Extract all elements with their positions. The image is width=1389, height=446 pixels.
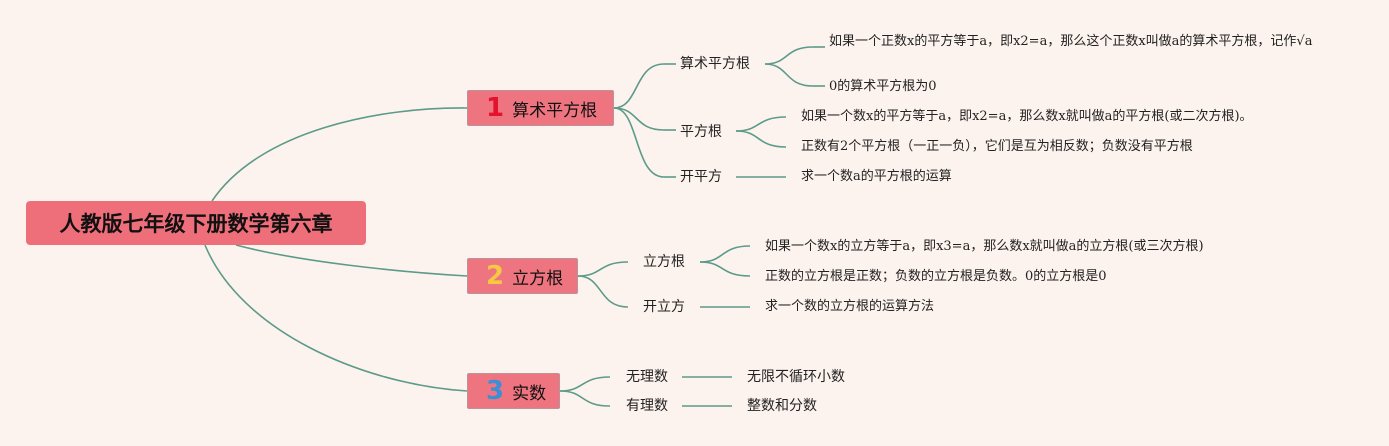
branch-1-to-sub-3-line <box>613 107 665 178</box>
branch-2-to-sub-1-line <box>577 261 629 277</box>
leaf-cube-root-property[interactable]: 正数的立方根是正数；负数的立方根是负数。0的立方根是0 <box>765 269 1107 284</box>
root-topic-label: 人教版七年级下册数学第六章 <box>59 212 333 236</box>
leaf-square-root-property[interactable]: 正数有2个平方根（一正一负），它们是互为相反数；负数没有平方根 <box>801 139 1193 154</box>
subtopic-extracting-cube-root[interactable]: 开立方 <box>643 299 685 315</box>
subtopic-square-root[interactable]: 平方根 <box>680 124 722 140</box>
cube-sub-to-leaf-1-line <box>699 245 751 263</box>
root-to-branch-1-line <box>211 107 468 202</box>
branch-3-label: 实数 <box>512 383 547 404</box>
root-to-branch-2-line <box>235 244 468 277</box>
sub-1-to-leaf-2-line <box>764 63 814 87</box>
number-1-icon: 1 <box>486 93 505 123</box>
sub-1-to-leaf-1-line <box>764 46 814 65</box>
branch-1-to-sub-1-line <box>613 63 665 109</box>
leaf-extracting-square-root-definition[interactable]: 求一个数a的平方根的运算 <box>801 169 952 184</box>
root-to-branch-3-line <box>204 244 468 392</box>
branch-3-to-sub-2-line <box>559 390 611 407</box>
leaf-rational-definition[interactable]: 整数和分数 <box>747 398 817 414</box>
subtopic-extracting-square-root[interactable]: 开平方 <box>680 169 722 185</box>
number-3-icon: 3 <box>486 376 505 406</box>
cube-sub-to-leaf-2-line <box>699 261 751 277</box>
leaf-zero-arithmetic-square-root[interactable]: 0的算术平方根为0 <box>829 79 937 94</box>
branch-2-to-sub-2-line <box>577 275 629 308</box>
leaf-extracting-cube-root-definition[interactable]: 求一个数的立方根的运算方法 <box>765 299 935 314</box>
branch-1-label: 算术平方根 <box>512 100 598 121</box>
branch-1-to-sub-2-line <box>613 107 665 131</box>
subtopic-cube-root[interactable]: 立方根 <box>643 254 685 270</box>
leaf-square-root-definition[interactable]: 如果一个数x的平方等于a，即x2=a，那么数x就叫做a的平方根(或二次方根)。 <box>801 109 1253 124</box>
root-topic[interactable]: 人教版七年级下册数学第六章 <box>26 201 366 245</box>
subtopic-rational-numbers[interactable]: 有理数 <box>626 398 668 414</box>
leaf-arithmetic-square-root-definition[interactable]: 如果一个正数x的平方等于a，即x2=a，那么这个正数x叫做a的算术平方根，记作√… <box>829 34 1313 49</box>
branch-3-to-sub-1-line <box>559 376 611 392</box>
branch-2-topic[interactable]: 2 立方根 <box>467 258 578 294</box>
subtopic-arithmetic-square-root[interactable]: 算术平方根 <box>680 56 750 72</box>
leaf-cube-root-definition[interactable]: 如果一个数x的立方等于a，即x3=a，那么数x就叫做a的立方根(或三次方根) <box>765 239 1204 254</box>
number-2-icon: 2 <box>486 261 505 291</box>
branch-3-topic[interactable]: 3 实数 <box>467 373 560 409</box>
branch-2-label: 立方根 <box>512 268 564 289</box>
sub-2-to-leaf-1-line <box>735 116 787 132</box>
sub-2-to-leaf-2-line <box>735 130 787 148</box>
branch-1-topic[interactable]: 1 算术平方根 <box>467 90 614 126</box>
leaf-irrational-definition[interactable]: 无限不循环小数 <box>747 369 845 385</box>
subtopic-irrational-numbers[interactable]: 无理数 <box>626 369 668 385</box>
